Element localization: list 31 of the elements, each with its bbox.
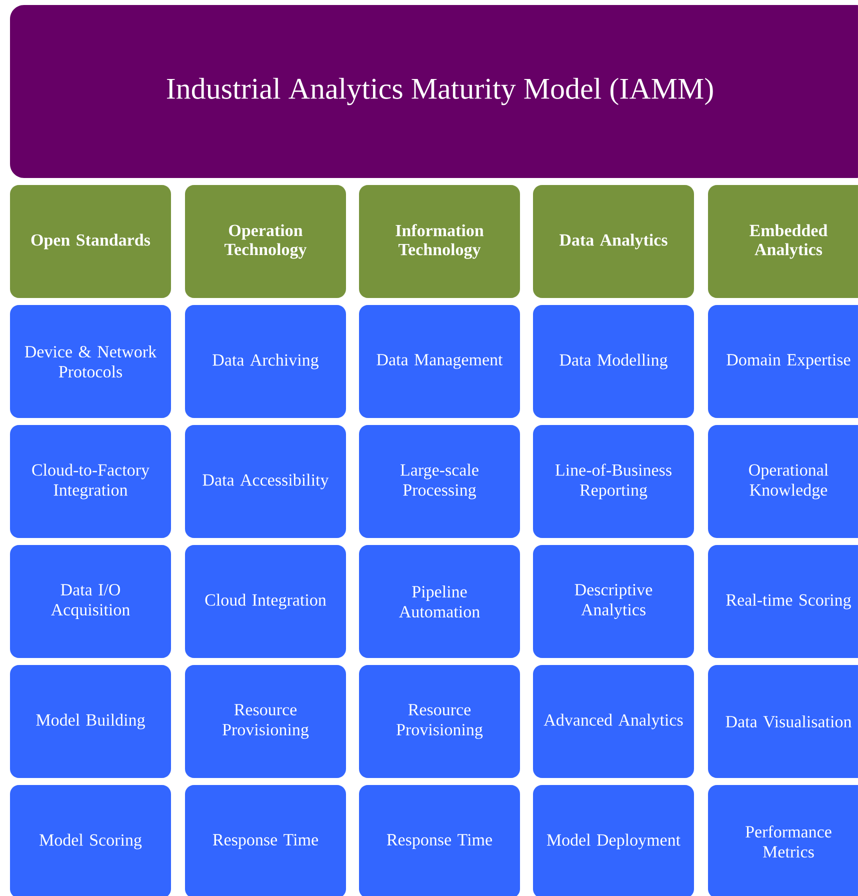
title-banner: Industrial Analytics Maturity Model (IAMM) (10, 5, 858, 178)
capability-box: Data Archiving (185, 305, 346, 418)
column-header: Operation Technology (185, 185, 346, 298)
capability-box: Cloud-to-Factory Integration (10, 425, 171, 538)
capability-box: Domain Expertise (708, 305, 858, 418)
capability-box: Data Management (359, 305, 520, 418)
capability-box: Descriptive Analytics (533, 545, 694, 658)
capability-box: Advanced Analytics (533, 665, 694, 778)
column-header: Data Analytics (533, 185, 694, 298)
capability-box: Device & Network Protocols (10, 305, 171, 418)
capability-box: Resource Provisioning (359, 665, 520, 778)
capability-box: Operational Knowledge (708, 425, 858, 538)
capability-box: Data Accessibility (185, 425, 346, 538)
capability-box: Performance Metrics (708, 785, 858, 896)
capability-box: Response Time (359, 785, 520, 896)
capability-box: Model Scoring (10, 785, 171, 896)
column-header: Information Technology (359, 185, 520, 298)
capability-box: Data Modelling (533, 305, 694, 418)
column-header: Open Standards (10, 185, 171, 298)
capability-box: Line-of-Business Reporting (533, 425, 694, 538)
capability-box: Resource Provisioning (185, 665, 346, 778)
capability-box: Cloud Integration (185, 545, 346, 658)
capability-box: Data I/O Acquisition (10, 545, 171, 658)
capability-box: Real-time Scoring (708, 545, 858, 658)
column-header: Embedded Analytics (708, 185, 858, 298)
capability-box: Data Visualisation (708, 665, 858, 778)
capability-box: Model Deployment (533, 785, 694, 896)
capability-box: Response Time (185, 785, 346, 896)
capability-box: Large-scale Processing (359, 425, 520, 538)
capability-box: Pipeline Automation (359, 545, 520, 658)
capability-box: Model Building (10, 665, 171, 778)
